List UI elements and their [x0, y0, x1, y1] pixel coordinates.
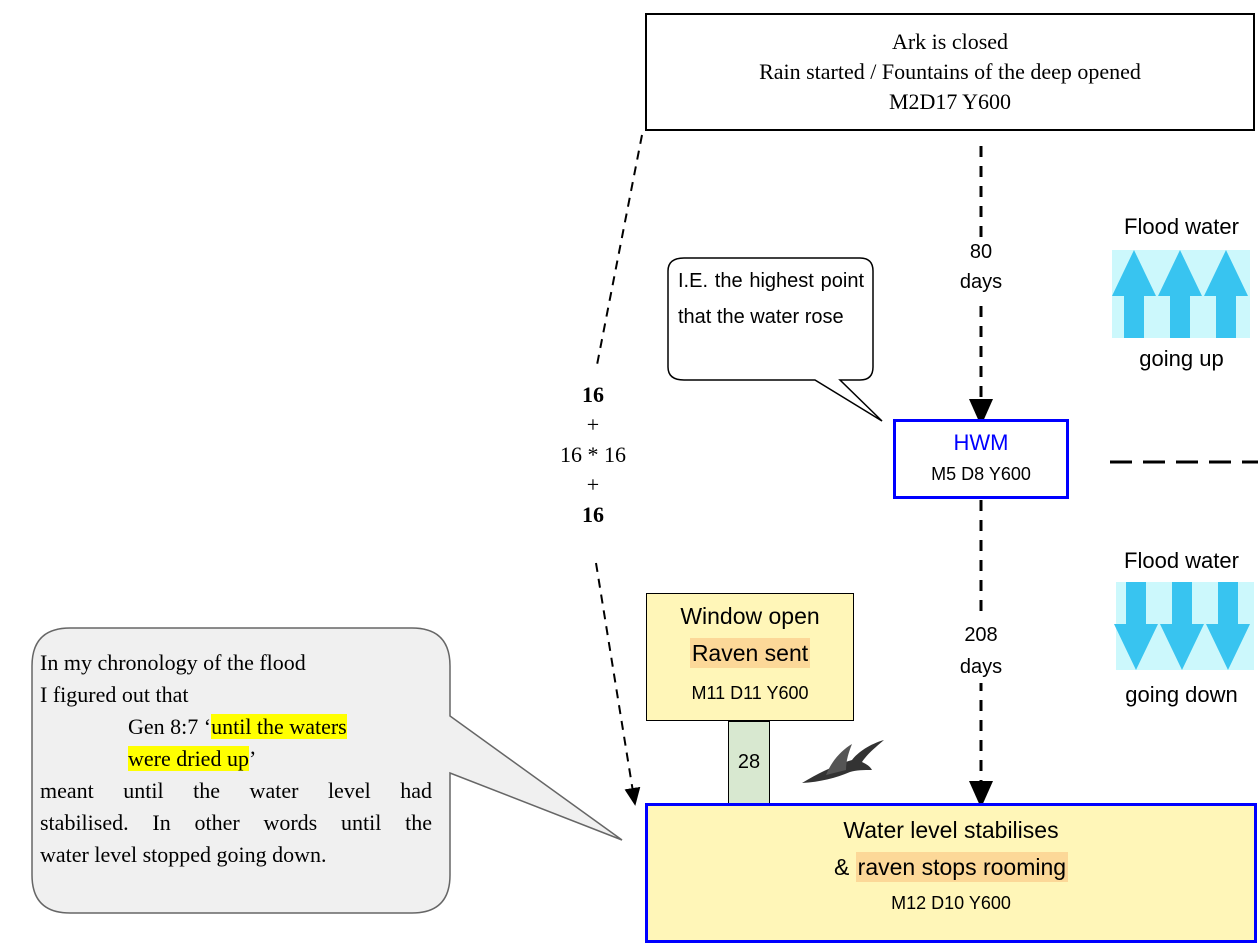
chron-quote-prefix: Gen 8:7 ‘	[128, 714, 212, 739]
hwm-date: M5 D8 Y600	[931, 464, 1031, 484]
chron-quote-highlight-2: were dried up	[128, 746, 249, 771]
calc-a: 16	[582, 382, 604, 407]
calc-plus1: +	[586, 412, 600, 437]
calc-mid: 16 * 16	[560, 442, 626, 467]
gap-box: 28	[728, 721, 770, 805]
callout-hwm-shape	[667, 257, 883, 422]
bottom-event-box: Water level stabilises & raven stops roo…	[645, 803, 1257, 943]
hwm-box: HWM M5 D8 Y600	[893, 419, 1069, 499]
chron-line2: I figured out that	[40, 682, 189, 707]
top-event-box: Ark is closed Rain started / Fountains o…	[645, 13, 1255, 131]
flood-down-title: Flood water	[1124, 548, 1239, 573]
chron-line5: stabilised. In other words until the	[40, 810, 432, 835]
lower-interval-number: 208	[964, 624, 998, 646]
arrow-down-icon	[1114, 582, 1250, 670]
chron-line4: meant until the water level had	[40, 778, 432, 803]
gap-label: 28	[737, 751, 761, 773]
window-line1: Window open	[680, 603, 820, 629]
left-calculation: 16 + 16 * 16 + 16	[548, 378, 638, 532]
callout-hwm-text: I.E. the highest point that the water ro…	[678, 270, 864, 328]
upper-interval-unit: days	[959, 271, 1003, 293]
flood-down-caption: going down	[1125, 682, 1238, 707]
raven-icon	[802, 740, 884, 783]
callout-chronology-shape	[31, 627, 623, 914]
bottom-line2-prefix: &	[833, 854, 856, 880]
window-box: Window open Raven sent M11 D11 Y600	[646, 593, 854, 721]
arrow-up-icon	[1112, 250, 1248, 338]
left-dashed-upper	[595, 134, 643, 371]
chron-quote-suffix: ’	[248, 746, 257, 771]
flood-up-arrows	[1112, 250, 1250, 338]
chron-line6: water level stopped going down.	[40, 842, 327, 867]
top-box-line3: M2D17 Y600	[888, 89, 1012, 114]
chron-quote-highlight-1: until the waters	[211, 714, 347, 739]
bottom-line1: Water level stabilises	[843, 817, 1059, 843]
window-line2: Raven sent	[689, 638, 811, 668]
bottom-line2-highlight: raven stops rooming	[855, 852, 1069, 882]
bottom-line3: M12 D10 Y600	[891, 893, 1011, 913]
flood-down-arrows	[1114, 582, 1254, 670]
upper-interval-number: 80	[969, 241, 993, 263]
lower-interval-unit: days	[959, 656, 1003, 678]
hwm-title: HWM	[953, 430, 1009, 455]
upper-interval-label: 80 days	[940, 237, 1022, 297]
top-box-line2: Rain started / Fountains of the deep ope…	[759, 59, 1141, 84]
calc-plus2: +	[586, 472, 600, 497]
left-dashed-lower	[595, 562, 641, 806]
chron-line1: In my chronology of the flood	[40, 650, 306, 675]
flood-up-title: Flood water	[1124, 214, 1239, 239]
flood-up-caption: going up	[1139, 346, 1224, 371]
calc-b: 16	[582, 502, 604, 527]
window-line3: M11 D11 Y600	[691, 683, 809, 703]
callout-chronology-text: In my chronology of the flood I figured …	[40, 647, 432, 871]
top-box-line1: Ark is closed	[891, 29, 1009, 54]
lower-interval-label: 208 days	[940, 619, 1022, 683]
